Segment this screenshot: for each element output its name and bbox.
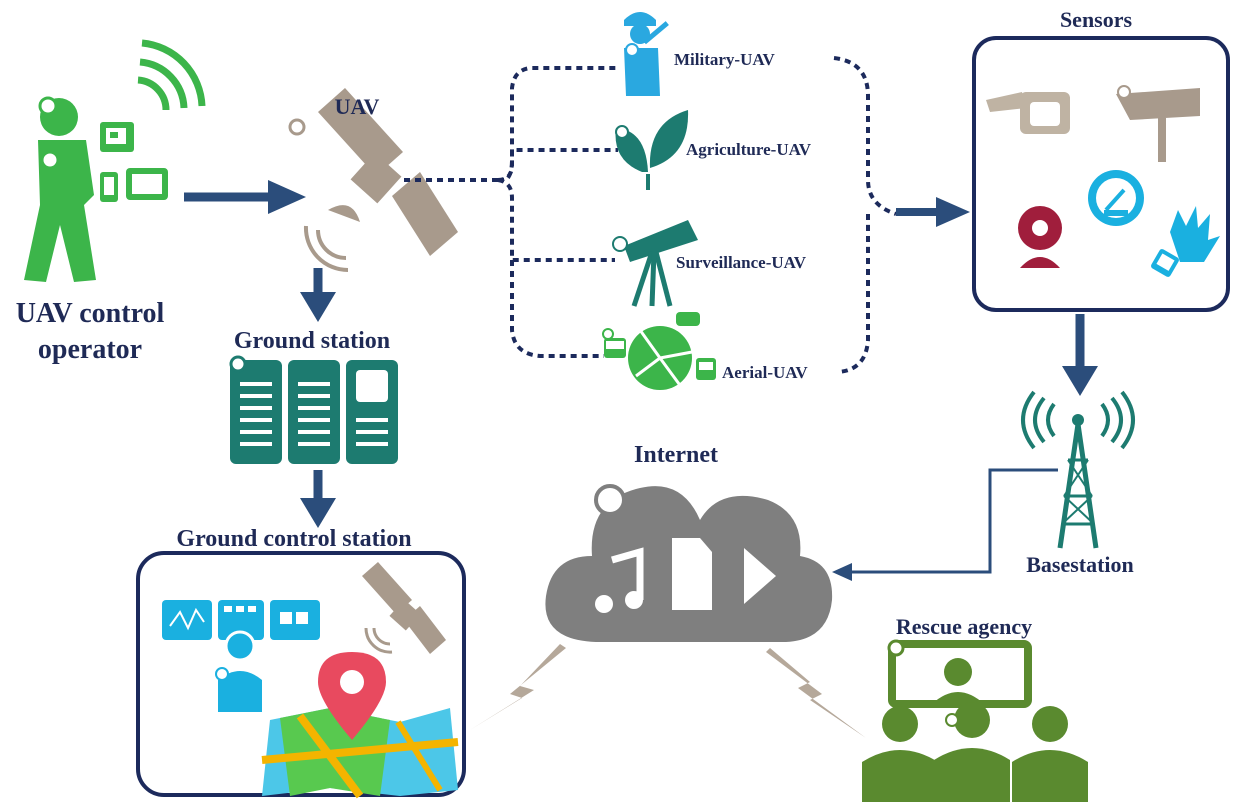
lightning-link-rescue	[766, 648, 866, 738]
hand-sensor-icon	[1151, 206, 1220, 277]
rescue-agency-label: Rescue agency	[896, 614, 1032, 639]
uav-type-label-military: Military-UAV	[674, 50, 775, 69]
map-vehicles-icon	[602, 312, 716, 390]
satellite-icon-small	[362, 562, 446, 654]
person-with-devices-icon	[24, 39, 206, 282]
gcs-label: Ground control station	[176, 526, 411, 552]
soldier-icon	[624, 12, 669, 96]
arrow-operator-to-uav-head	[268, 180, 306, 214]
uav-label: UAV	[335, 94, 380, 119]
arrow-ground-to-gcs-head	[300, 498, 336, 528]
group-people-icon	[862, 639, 1088, 802]
operator-label-line2: operator	[38, 334, 142, 365]
arrow-basestation-to-internet-head	[832, 563, 852, 581]
uav-type-label-agriculture: Agriculture-UAV	[686, 140, 812, 159]
map-pin-icon	[261, 652, 459, 799]
arrow-sensors-to-basestation-head	[1062, 366, 1098, 396]
ground-station-label: Ground station	[234, 328, 390, 354]
arrow-uav-to-sensors-head	[936, 197, 970, 227]
satellite-icon	[288, 88, 458, 273]
telescope-icon	[612, 220, 698, 307]
speedometer-icon	[1088, 170, 1144, 226]
camera-icon	[986, 92, 1070, 134]
server-racks-icon	[229, 355, 398, 464]
uav-type-label-surveillance: Surveillance-UAV	[676, 253, 807, 272]
lightning-link-gcs	[470, 644, 566, 730]
arrow-uav-to-ground-head	[300, 292, 336, 322]
cctv-icon	[1116, 85, 1200, 162]
arrow-basestation-to-internet	[848, 468, 1058, 574]
uav-type-links	[404, 56, 897, 374]
internet-label: Internet	[634, 442, 718, 468]
leaf-icon	[615, 110, 689, 190]
operator-label-line1: UAV control	[16, 298, 165, 329]
tower-icon	[1021, 390, 1135, 549]
uav-type-label-aerial: Aerial-UAV	[722, 363, 808, 382]
basestation-label: Basestation	[1026, 552, 1134, 577]
cloud-media-icon	[545, 484, 833, 642]
sensors-label: Sensors	[1060, 7, 1133, 32]
dashboard-icon	[162, 600, 320, 712]
webcam-icon	[1018, 206, 1062, 268]
sensors-box	[972, 36, 1230, 312]
